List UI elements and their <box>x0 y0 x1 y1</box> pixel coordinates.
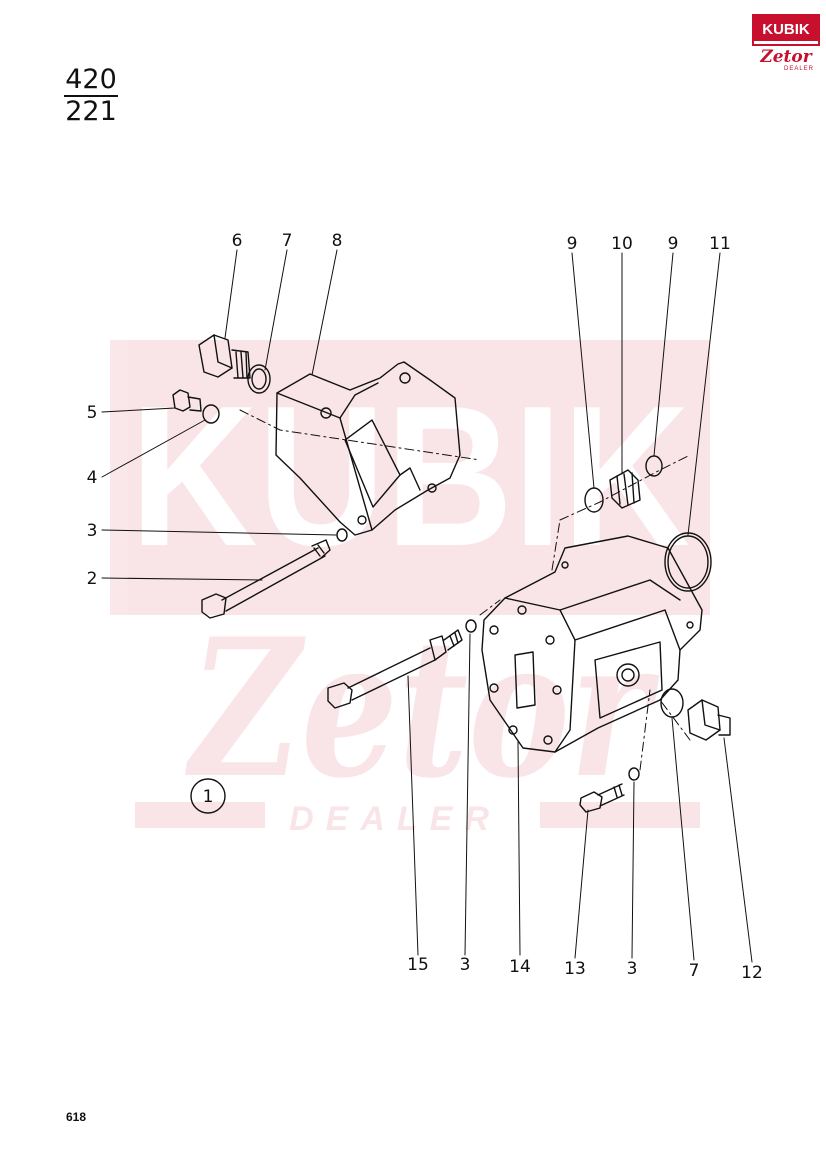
part-3-washer-right <box>628 767 640 781</box>
callout-5: 5 <box>87 403 98 423</box>
part-13-short-bolt <box>579 783 625 813</box>
callout-14: 14 <box>509 957 531 977</box>
figure-number: 1 <box>203 787 214 807</box>
callout-8: 8 <box>332 231 343 251</box>
callout-4: 4 <box>87 468 98 488</box>
callout-12: 12 <box>741 963 763 983</box>
callout-2: 2 <box>87 569 98 589</box>
part-7-seal-ring <box>247 364 271 394</box>
part-6-plug <box>198 334 251 379</box>
figure-number-circle <box>190 778 226 814</box>
callout-3-right: 3 <box>627 959 638 979</box>
callout-10: 10 <box>611 234 633 254</box>
dealer-logo: KUBIK Zetor DEALER <box>752 14 820 72</box>
part-2-long-bolt <box>201 539 331 619</box>
page-number: 618 <box>66 1110 87 1124</box>
assembly-center-lines <box>239 409 691 771</box>
watermark-kubik-text: KUBIK <box>130 365 690 588</box>
reference-top: 420 <box>64 64 118 97</box>
watermark-bar-right <box>540 802 700 828</box>
part-7-seal-ring-bottom <box>660 688 684 718</box>
callout-7-bottom: 7 <box>689 961 700 981</box>
watermark-background <box>110 340 710 615</box>
part-14-gear-pump <box>481 535 703 753</box>
logo-dealer-text: DEALER <box>783 66 814 72</box>
callout-13: 13 <box>564 959 586 979</box>
callout-labels: 6 7 8 9 10 9 11 5 4 3 2 15 3 14 13 3 7 1… <box>87 231 763 983</box>
part-3-washer-left <box>336 528 348 542</box>
callout-leader-lines <box>101 249 753 963</box>
callout-11: 11 <box>709 234 731 254</box>
drawing-reference-number: 420 221 <box>64 66 118 126</box>
part-4-ring <box>202 404 220 424</box>
callout-3-left: 3 <box>87 521 98 541</box>
callout-7-top: 7 <box>282 231 293 251</box>
part-15-long-bolt <box>327 629 463 709</box>
watermark-bar-left <box>135 802 265 828</box>
part-10-union <box>609 469 641 509</box>
callout-3-bottom: 3 <box>460 955 471 975</box>
part-12-union <box>687 699 731 741</box>
callout-6: 6 <box>232 231 243 251</box>
part-8-housing <box>275 361 461 536</box>
watermark-dealer-text: DEALER <box>289 800 501 838</box>
callout-9-right: 9 <box>668 234 679 254</box>
watermark-zetor-text: Zetor <box>184 597 659 820</box>
callout-9-left: 9 <box>567 234 578 254</box>
reference-bottom: 221 <box>65 96 117 127</box>
logo-zetor-text: Zetor <box>760 47 812 67</box>
callout-15: 15 <box>407 955 429 975</box>
part-3-washer-center <box>465 619 477 633</box>
logo-kubik-text: KUBIK <box>752 14 820 46</box>
watermark: KUBIK Zetor DEALER <box>110 340 710 838</box>
